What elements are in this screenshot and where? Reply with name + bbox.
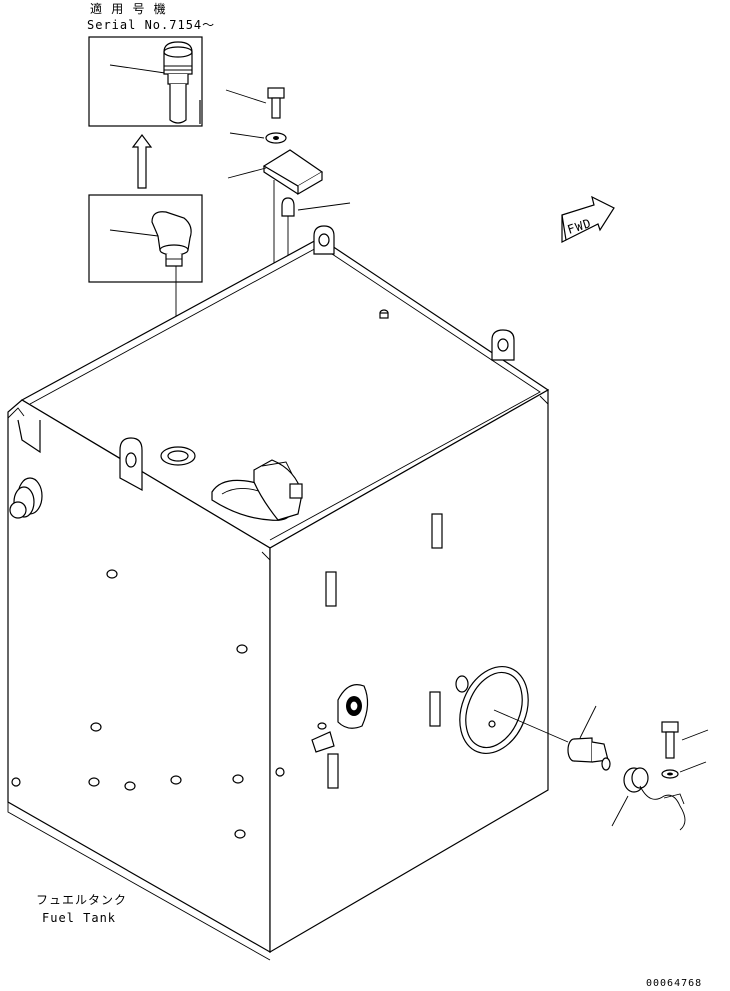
bolt-right [661,721,709,759]
sensor-mount [311,684,369,753]
left-side-fitting [9,477,43,519]
caption-japanese: フュエルタンク [36,893,127,907]
lifting-eye-rear [313,225,335,255]
caption-english: Fuel Tank [42,911,116,925]
lifting-eye-front [119,437,143,492]
bolt-top [225,87,285,119]
inspection-cover [455,665,569,755]
drain-cap [611,767,686,831]
inset-box-new-breather [88,36,203,127]
washer-top [229,132,287,144]
filler-cap [211,459,303,521]
bracket [227,149,324,365]
right-face-brackets [325,513,443,789]
breather-port-ring [160,446,196,466]
fwd-direction-marker: FWD [561,195,615,243]
serial-note-japanese: 適 用 号 機 [90,1,167,16]
serial-note-serial: Serial No.7154～ [87,18,215,32]
drawing-number: 00064768 [646,978,702,989]
top-plug [379,309,389,319]
upgrade-arrow [131,134,153,189]
fuel-tank-body [7,237,550,961]
left-face-studs [11,569,285,839]
drain-adapter [567,705,611,771]
washer-right [661,761,707,779]
lifting-eye-right [491,329,515,361]
